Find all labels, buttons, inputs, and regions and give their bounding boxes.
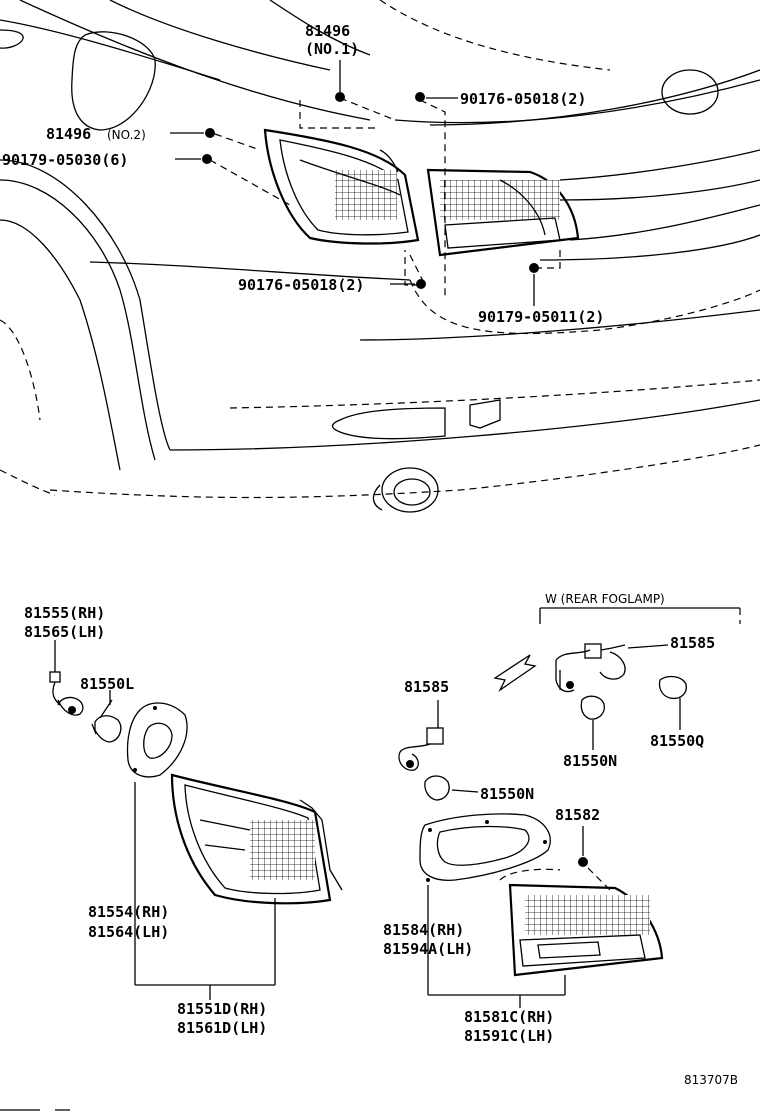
direction-arrow xyxy=(493,654,537,692)
label-81496-no2: 81496 xyxy=(46,125,91,143)
label-81550N-low: 81550N xyxy=(480,785,534,803)
label-81591C: 81591C(LH) xyxy=(464,1027,554,1045)
bulb-81550N-low xyxy=(424,775,479,801)
bulb-81550N-right xyxy=(580,695,605,750)
label-81496-no1: 81496 xyxy=(305,22,350,40)
label-90176-05018-top: 90176-05018(2) xyxy=(460,90,586,108)
label-81550N-right: 81550N xyxy=(563,752,617,770)
outer-tail-lamp-installed xyxy=(263,128,420,245)
label-81496-no2-sub: (NO.2) xyxy=(107,128,146,142)
socket-81585-right xyxy=(555,643,669,693)
socket-81555 xyxy=(49,640,84,716)
gasket-81584 xyxy=(419,813,551,882)
callout-leaders-lower-left xyxy=(109,690,276,1000)
label-w-rear-foglamp: W (REAR FOGLAMP) xyxy=(545,592,665,606)
label-81565: 81565(LH) xyxy=(24,623,105,641)
bulb-81550L xyxy=(91,699,122,743)
label-81554: 81554(RH) xyxy=(88,903,169,921)
label-81594A: 81594A(LH) xyxy=(383,940,473,958)
label-81561D: 81561D(LH) xyxy=(177,1019,267,1037)
label-81550Q: 81550Q xyxy=(650,732,704,750)
callout-leaders-lower-right xyxy=(427,885,566,1008)
callout-leaders-top xyxy=(170,60,535,306)
label-90176-05018-mid: 90176-05018(2) xyxy=(238,276,364,294)
diagram-id: 813707B xyxy=(684,1073,738,1087)
label-81585-left: 81585 xyxy=(404,678,449,696)
label-81564: 81564(LH) xyxy=(88,923,169,941)
label-90179-05030: 90179-05030(6) xyxy=(2,151,128,169)
vehicle-rear-outline xyxy=(0,0,760,513)
label-81550L: 81550L xyxy=(80,675,134,693)
label-81584: 81584(RH) xyxy=(383,921,464,939)
grommet-81582 xyxy=(578,826,611,891)
label-81582: 81582 xyxy=(555,806,600,824)
inner-lamp-81581C xyxy=(499,868,664,977)
socket-81585-left xyxy=(398,700,444,771)
label-81496-no1-sub: (NO.1) xyxy=(305,40,359,58)
label-81551D: 81551D(RH) xyxy=(177,1000,267,1018)
outer-lamp-81551D xyxy=(170,773,343,905)
label-81581C: 81581C(RH) xyxy=(464,1008,554,1026)
gasket-81554 xyxy=(126,702,188,778)
label-81555: 81555(RH) xyxy=(24,604,105,622)
fastener-nuts-top xyxy=(202,92,539,289)
bulb-81550Q xyxy=(658,675,687,730)
inner-tail-lamp-installed xyxy=(426,168,580,257)
label-90179-05011: 90179-05011(2) xyxy=(478,308,604,326)
label-81585-right: 81585 xyxy=(670,634,715,652)
w-rear-foglamp-group-bracket xyxy=(539,607,741,624)
